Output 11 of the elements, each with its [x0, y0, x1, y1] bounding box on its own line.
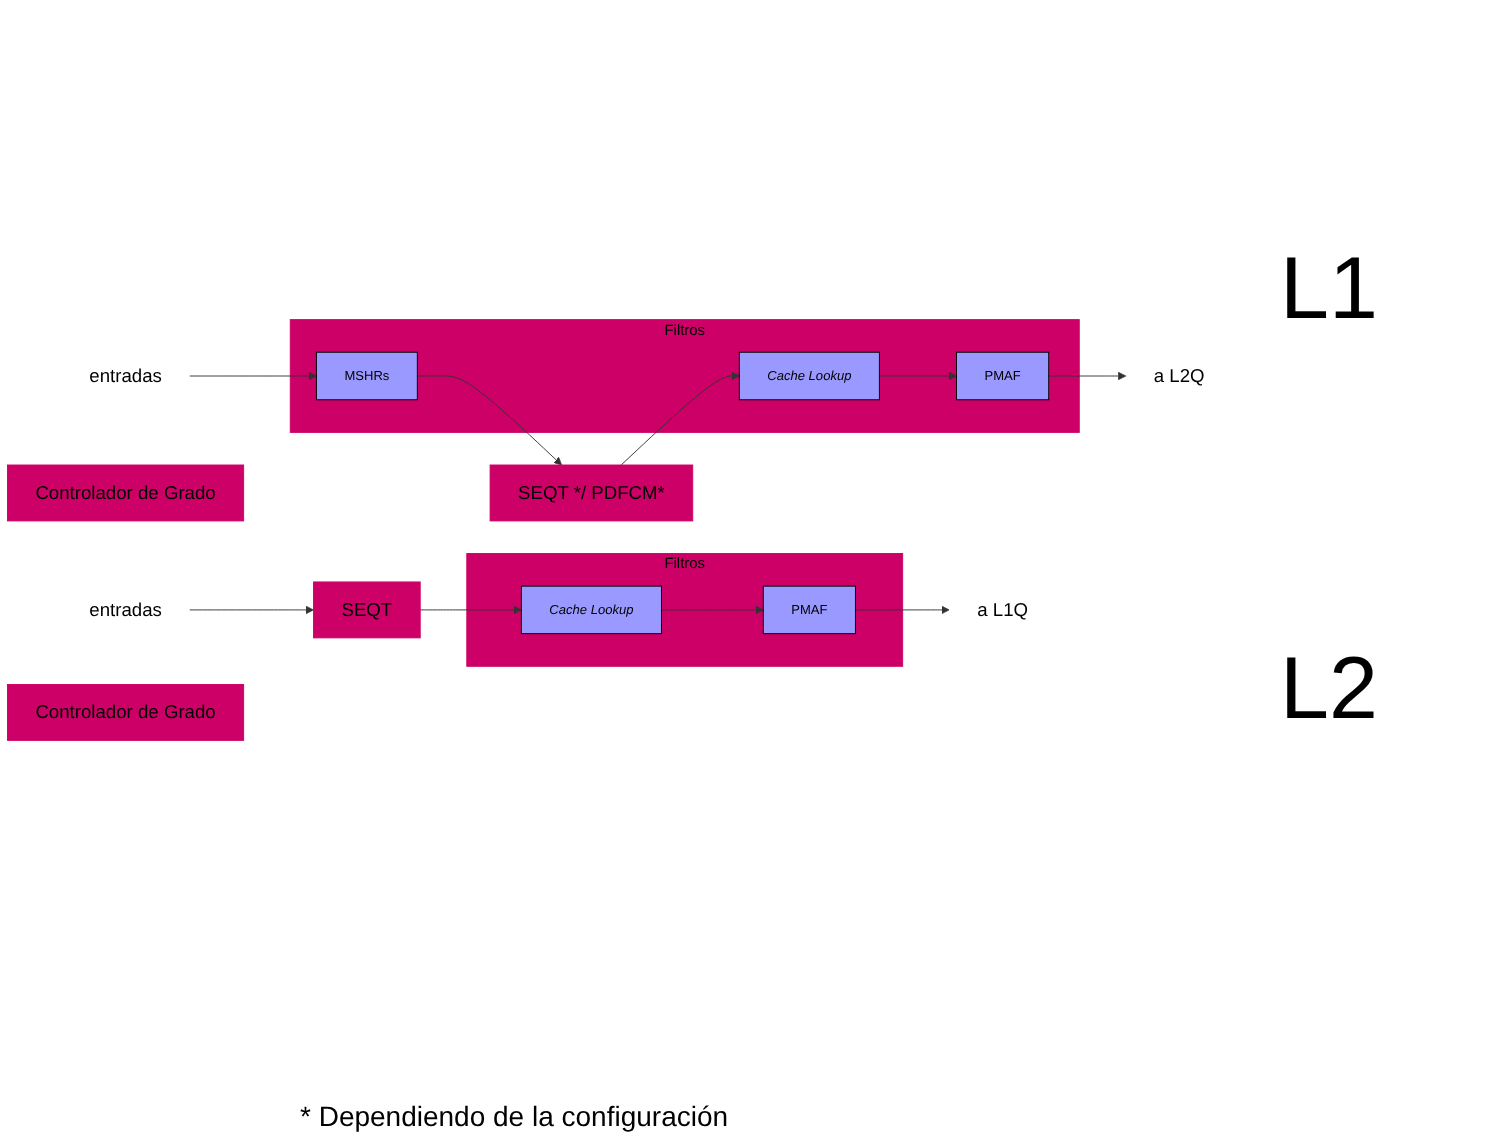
node-text: entradas	[89, 365, 162, 387]
level-label: L2	[1280, 640, 1378, 740]
node-box: Controlador de Grado	[7, 684, 245, 741]
footnote: * Dependiendo de la configuración	[300, 1100, 729, 1132]
level-label: L1	[1280, 240, 1378, 340]
node-box: SEQT	[313, 581, 421, 639]
node-text: a L2Q	[1153, 365, 1205, 387]
node-text: entradas	[89, 599, 162, 621]
node-box: Controlador de Grado	[7, 464, 245, 522]
node-text: a L1Q	[977, 599, 1029, 621]
node-box: SEQT */ PDFCM*	[489, 464, 694, 522]
